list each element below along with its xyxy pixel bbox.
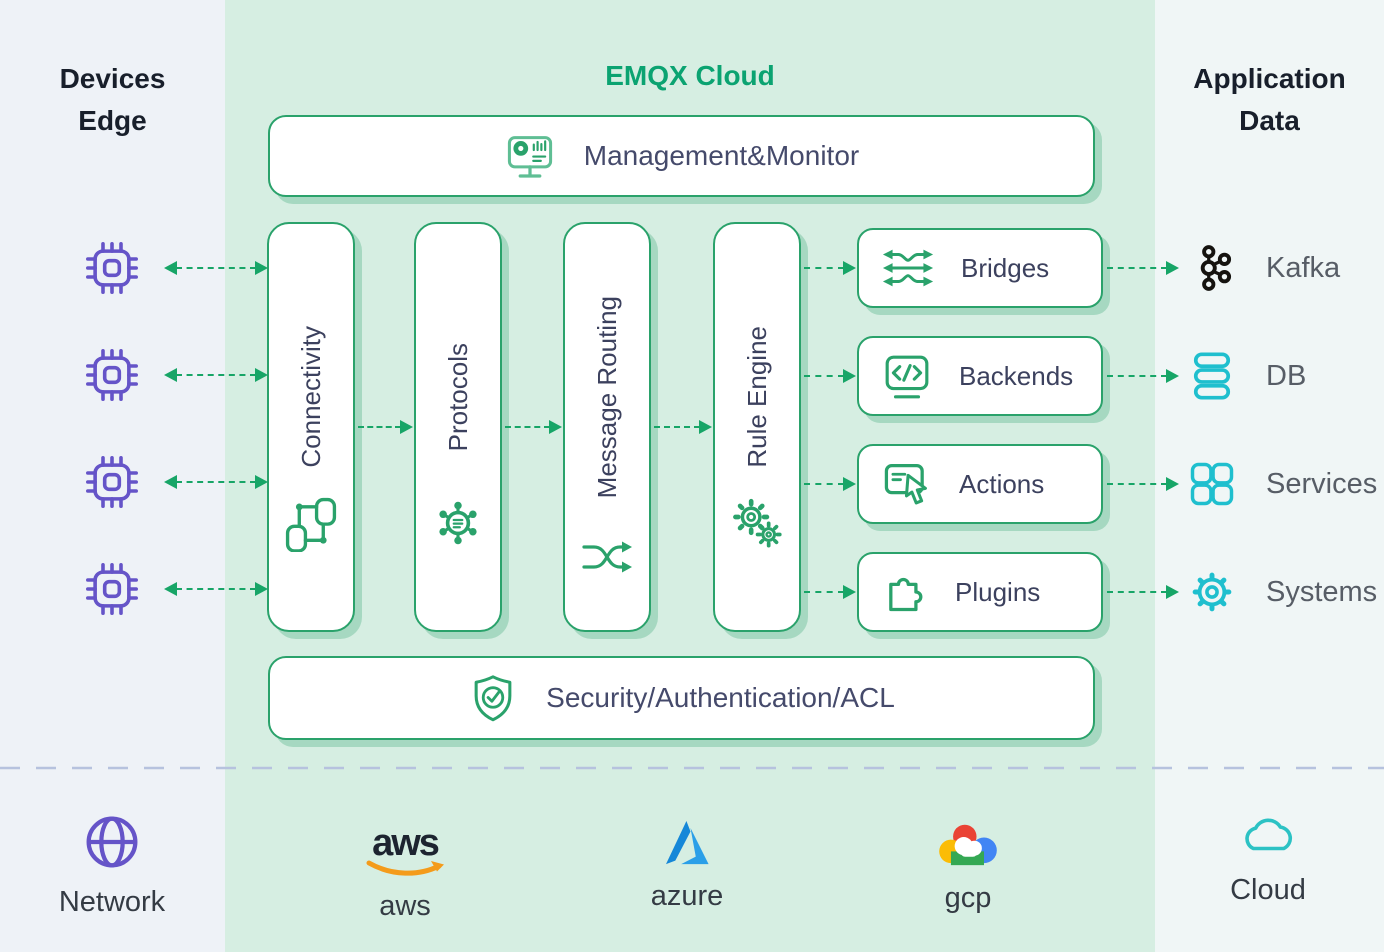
infra-network: Network — [32, 810, 192, 919]
kafka-icon — [1184, 240, 1240, 296]
puzzle-icon — [881, 568, 929, 616]
app-target-db-label: DB — [1266, 359, 1307, 392]
dashed-arrow — [804, 477, 856, 491]
app-target-kafka: Kafka — [1184, 240, 1340, 296]
shield-check-icon — [468, 673, 518, 723]
chip-icon — [85, 348, 139, 402]
box-backends-label: Backends — [959, 360, 1074, 391]
dashed-arrow — [804, 585, 856, 599]
pillar-protocols: Protocols — [414, 222, 502, 632]
dashed-double-arrow — [164, 582, 268, 596]
infra-cloud: Cloud — [1208, 808, 1328, 907]
database-icon — [1184, 348, 1240, 404]
app-target-systems: Systems — [1184, 564, 1377, 620]
pillar-message-routing: Message Routing — [563, 222, 651, 632]
gears-icon — [729, 496, 785, 552]
box-actions-label: Actions — [959, 468, 1045, 499]
infra-aws: aws aws — [345, 824, 465, 923]
monitor-dashboard-icon — [504, 130, 556, 182]
dashed-arrow — [505, 420, 562, 434]
security-bar: Security/Authentication/ACL — [268, 656, 1095, 740]
management-monitor-bar: Management&Monitor — [268, 115, 1095, 197]
bridge-swap-icon — [881, 246, 935, 290]
chip-icon — [85, 562, 139, 616]
box-bridges-label: Bridges — [961, 252, 1050, 283]
globe-icon — [80, 810, 144, 874]
app-grid-icon — [1184, 456, 1240, 512]
app-target-db: DB — [1184, 348, 1306, 404]
app-target-systems-label: Systems — [1266, 575, 1378, 608]
pillar-connectivity: Connectivity — [267, 222, 355, 632]
box-actions: Actions — [857, 444, 1103, 524]
application-data-title: Application Data — [1155, 58, 1384, 142]
management-monitor-label: Management&Monitor — [583, 140, 860, 171]
pillar-rule-engine-label: Rule Engine — [741, 326, 772, 468]
hub-icon — [429, 494, 487, 552]
dashed-arrow — [1107, 477, 1179, 491]
dashed-arrow — [804, 261, 856, 275]
infra-aws-label: aws — [379, 890, 431, 922]
dashed-arrow — [1107, 585, 1179, 599]
dashed-double-arrow — [164, 261, 268, 275]
azure-logo — [659, 816, 715, 868]
pillar-connectivity-label: Connectivity — [295, 326, 326, 468]
cursor-card-icon — [881, 459, 933, 509]
box-plugins-label: Plugins — [955, 576, 1041, 607]
dashed-double-arrow — [164, 475, 268, 489]
emqx-cloud-title: EMQX Cloud — [605, 60, 775, 91]
dashed-double-arrow — [164, 368, 268, 382]
code-screen-icon — [881, 352, 933, 400]
application-data-title-line1: Application — [1193, 63, 1346, 94]
infra-azure: azure — [627, 816, 747, 913]
gcp-logo — [936, 820, 1000, 870]
devices-edge-title: Devices Edge — [0, 58, 225, 142]
app-target-services: Services — [1184, 456, 1377, 512]
infra-gcp-label: gcp — [944, 882, 992, 914]
box-backends: Backends — [857, 336, 1103, 416]
app-target-services-label: Services — [1266, 467, 1378, 500]
pillar-message-routing-label: Message Routing — [591, 295, 622, 499]
aws-logo: aws — [365, 824, 445, 878]
chip-icon — [85, 455, 139, 509]
cloud-icon — [1237, 808, 1299, 862]
security-bar-label: Security/Authentication/ACL — [546, 682, 895, 713]
dashed-arrow — [1107, 261, 1179, 275]
infra-azure-label: azure — [650, 880, 724, 912]
shuffle-icon — [578, 534, 636, 580]
dashed-arrow — [654, 420, 712, 434]
infra-gcp: gcp — [908, 820, 1028, 915]
pillar-protocols-label: Protocols — [442, 342, 473, 452]
infra-cloud-label: Cloud — [1230, 874, 1306, 906]
devices-edge-title-line1: Devices — [59, 63, 166, 94]
box-bridges: Bridges — [857, 228, 1103, 308]
dashed-arrow — [358, 420, 413, 434]
sitemap-icon — [282, 494, 340, 552]
aws-logo-text: aws — [372, 822, 440, 864]
dashed-arrow — [804, 369, 856, 383]
dashed-arrow — [1107, 369, 1179, 383]
devices-edge-title-line2: Edge — [78, 105, 147, 136]
app-target-kafka-label: Kafka — [1266, 251, 1341, 284]
gear-icon — [1184, 564, 1240, 620]
dashed-separator — [0, 766, 1384, 770]
application-data-title-line2: Data — [1239, 105, 1300, 136]
box-plugins: Plugins — [857, 552, 1103, 632]
pillar-rule-engine: Rule Engine — [713, 222, 801, 632]
infra-network-label: Network — [58, 886, 166, 918]
chip-icon — [85, 241, 139, 295]
